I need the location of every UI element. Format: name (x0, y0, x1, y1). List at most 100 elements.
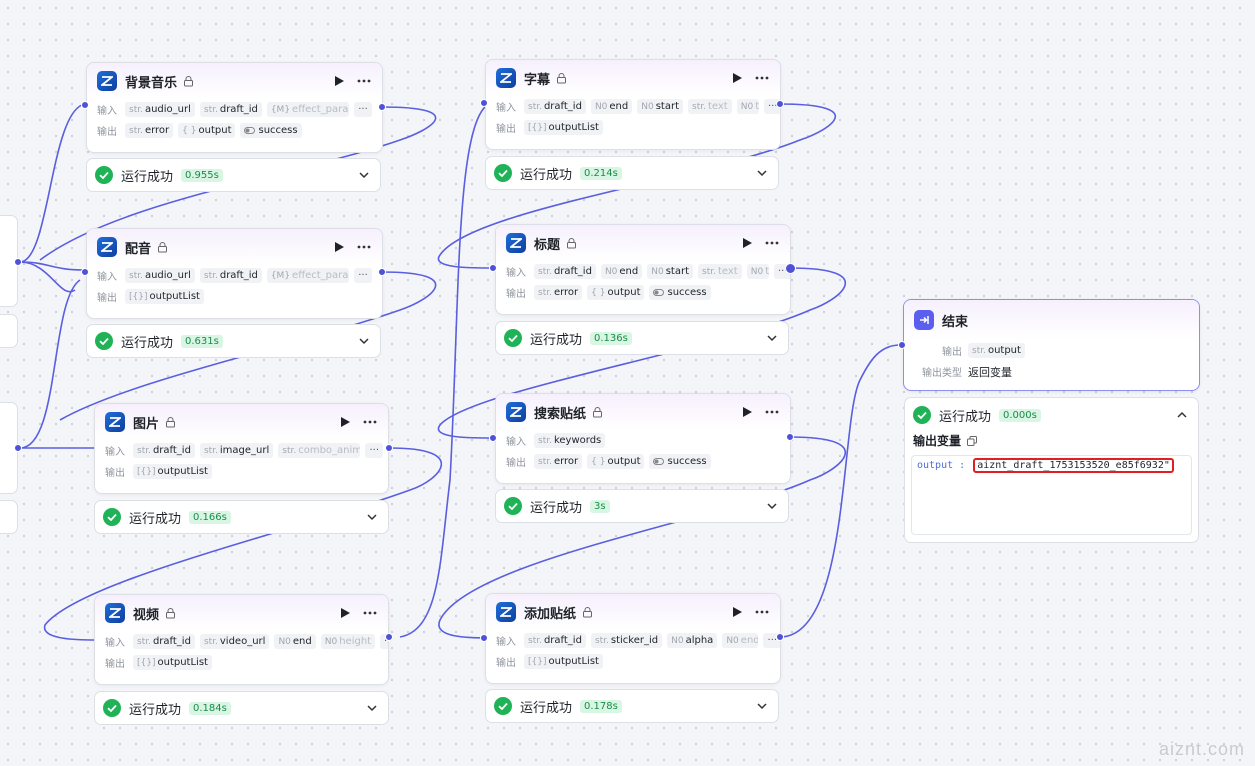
param-tag: str.audio_url (125, 268, 195, 283)
in-port[interactable] (898, 341, 906, 349)
partial-status-left-bottom[interactable] (0, 500, 18, 534)
more-icon[interactable] (754, 71, 770, 85)
in-port[interactable] (480, 634, 488, 642)
out-port[interactable] (378, 103, 386, 111)
status-video[interactable]: 运行成功 0.184s (94, 691, 389, 725)
out-port[interactable] (385, 633, 393, 641)
node-sticker-search[interactable]: 搜索贴纸 输入 str.keywords 输出 str.error { }out… (495, 393, 791, 484)
more-params-button[interactable]: ··· (354, 102, 372, 117)
node-title: 背景音乐 (125, 75, 178, 91)
time-badge: 0.955s (181, 168, 223, 182)
partial-out-port-bottom[interactable] (14, 444, 22, 452)
more-icon[interactable] (362, 606, 378, 620)
partial-out-port-top[interactable] (14, 258, 22, 266)
chevron-down-icon[interactable] (358, 335, 370, 347)
play-icon[interactable] (338, 415, 352, 429)
in-port[interactable] (81, 268, 89, 276)
node-header: 标题 (496, 225, 790, 261)
more-params-button[interactable]: ··· (354, 268, 372, 283)
copy-icon[interactable] (967, 435, 978, 446)
status-sticker-search[interactable]: 运行成功 3s (495, 489, 789, 523)
chevron-down-icon[interactable] (766, 500, 778, 512)
time-badge: 0.631s (181, 334, 223, 348)
status-subtitle[interactable]: 运行成功 0.214s (485, 156, 779, 190)
play-icon[interactable] (730, 605, 744, 619)
input-row: 输入 str.keywords (496, 430, 790, 451)
param-tag: { }output (587, 285, 645, 300)
node-image[interactable]: 图片 输入 str.draft_id str.image_url str.com… (94, 403, 389, 494)
more-icon[interactable] (764, 236, 780, 250)
node-voice[interactable]: 配音 输入 str.audio_url str.draft_id {M}effe… (86, 228, 383, 319)
chevron-down-icon[interactable] (756, 167, 768, 179)
time-badge: 0.166s (189, 510, 231, 524)
more-icon[interactable] (356, 74, 372, 88)
param-tag: str.keywords (534, 433, 606, 448)
in-port[interactable] (480, 99, 488, 107)
output-vars-title: 输出变量 (905, 432, 1198, 449)
out-port[interactable] (785, 263, 796, 274)
output-json-box[interactable]: output : aiznt_draft_1753153520_e85f6932… (911, 455, 1192, 535)
status-bgm[interactable]: 运行成功 0.955s (86, 158, 381, 192)
status-sticker-add[interactable]: 运行成功 0.178s (485, 689, 779, 723)
check-circle-icon (103, 699, 121, 717)
param-tag: str.combo_animation (278, 443, 361, 458)
chevron-down-icon[interactable] (366, 511, 378, 523)
chevron-up-icon[interactable] (1176, 409, 1188, 421)
node-header: 字幕 (486, 60, 780, 96)
more-icon[interactable] (362, 415, 378, 429)
play-icon[interactable] (332, 74, 346, 88)
more-params-button[interactable]: ··· (365, 443, 384, 458)
play-icon[interactable] (338, 606, 352, 620)
out-port[interactable] (385, 444, 393, 452)
param-tag: str.output (968, 343, 1025, 358)
more-icon[interactable] (754, 605, 770, 619)
output-row: 输出 str.output (904, 340, 1199, 361)
node-bgm[interactable]: 背景音乐 输入 str.audio_url str.draft_id {M}ef… (86, 62, 383, 153)
param-tag: str.error (125, 123, 174, 138)
chevron-down-icon[interactable] (366, 702, 378, 714)
in-port[interactable] (489, 434, 497, 442)
chevron-down-icon[interactable] (766, 332, 778, 344)
out-port[interactable] (776, 100, 784, 108)
chevron-down-icon[interactable] (358, 169, 370, 181)
play-icon[interactable] (740, 405, 754, 419)
status-voice[interactable]: 运行成功 0.631s (86, 324, 381, 358)
play-icon[interactable] (740, 236, 754, 250)
time-badge: 0.000s (999, 408, 1041, 422)
param-tag: { }output (587, 454, 645, 469)
play-icon[interactable] (730, 71, 744, 85)
out-port[interactable] (378, 268, 386, 276)
more-params-button[interactable]: ··· (763, 99, 780, 114)
in-port[interactable] (489, 264, 497, 272)
status-image[interactable]: 运行成功 0.166s (94, 500, 389, 534)
out-port[interactable] (786, 433, 794, 441)
more-params-button[interactable]: ··· (763, 633, 780, 648)
param-tag: str.draft_id (524, 633, 586, 648)
result-header[interactable]: 运行成功 0.000s (905, 398, 1198, 432)
more-icon[interactable] (764, 405, 780, 419)
status-headline[interactable]: 运行成功 0.136s (495, 321, 789, 355)
node-end[interactable]: 结束 输出 str.output 输出类型 返回变量 (903, 299, 1200, 391)
out-port[interactable] (776, 633, 784, 641)
node-title: 配音 (125, 241, 152, 257)
chevron-down-icon[interactable] (756, 700, 768, 712)
in-port[interactable] (81, 101, 89, 109)
more-params-button[interactable]: ··· (379, 634, 388, 649)
param-tag: [{}]outputList (524, 120, 603, 135)
partial-status-left-top[interactable] (0, 314, 18, 348)
output-row: 输出 [{}]outputList (95, 652, 388, 673)
lock-icon (556, 72, 567, 84)
play-icon[interactable] (332, 240, 346, 254)
more-icon[interactable] (356, 240, 372, 254)
exit-icon (914, 310, 934, 330)
